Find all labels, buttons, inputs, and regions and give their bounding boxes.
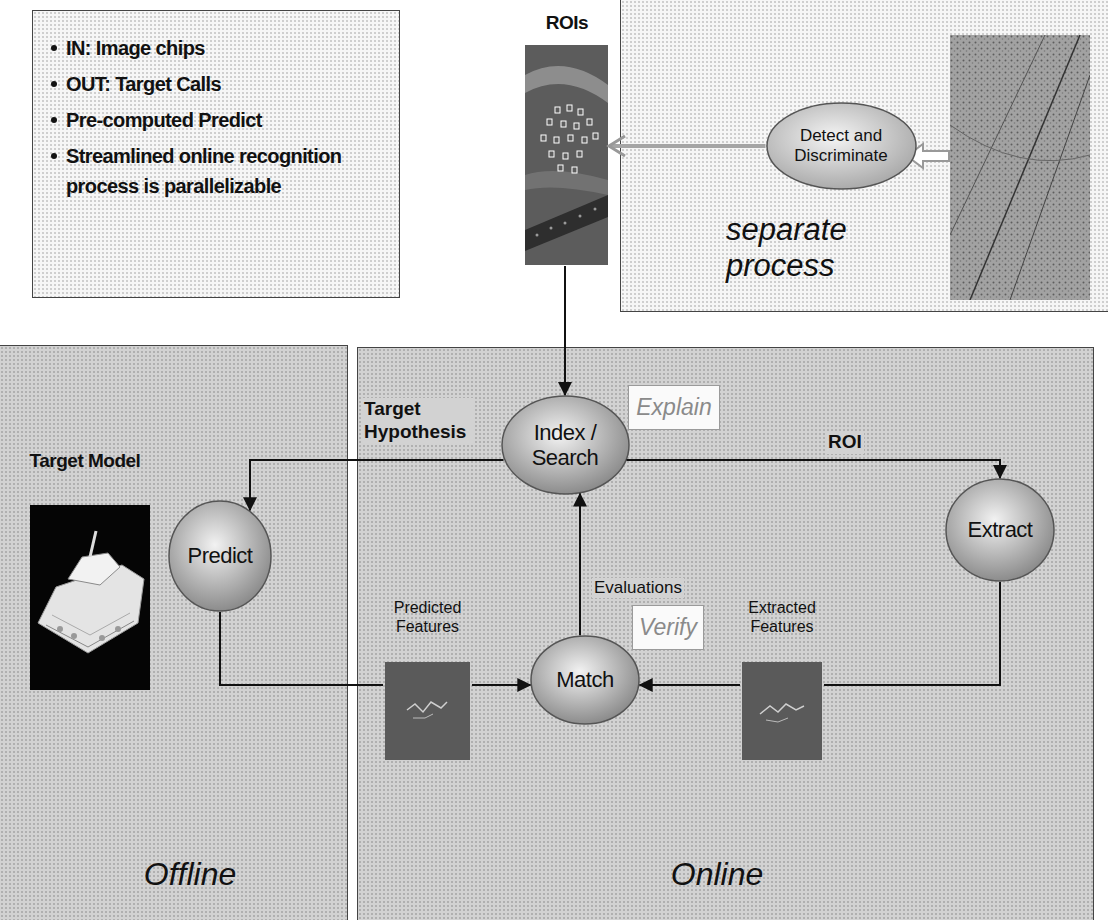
bullet-dot	[51, 45, 57, 51]
connector	[250, 460, 504, 510]
node-text: Verify	[639, 614, 697, 642]
connector	[564, 266, 566, 395]
node-text: OUT: Target Calls	[66, 69, 221, 99]
ellipse-shape	[502, 396, 629, 494]
ellipse-shape	[531, 636, 639, 724]
process-ellipse: Index / Search	[501, 395, 630, 495]
node-text: Streamlined online recognition process i…	[66, 141, 383, 201]
feature-image	[742, 662, 822, 760]
edge-label: Target Hypothesis	[362, 398, 474, 444]
connector	[472, 684, 530, 686]
bullet-dot	[51, 153, 57, 159]
node-text: separate process	[726, 212, 891, 283]
node-text: Target Model	[12, 450, 158, 473]
offline-panel: Offline Target ModelPredict	[0, 345, 348, 920]
annotation-box: Explain	[628, 385, 720, 430]
bullet-dot	[51, 117, 57, 123]
target-model-image	[30, 505, 150, 690]
connector	[220, 612, 383, 685]
feature-node: Predicted Features	[383, 598, 472, 760]
node-text: Predicted Features	[383, 598, 472, 636]
sensor-image	[950, 35, 1090, 300]
node-text: Detect and Discriminate	[789, 126, 893, 165]
node-text: Pre-computed Predict	[66, 105, 262, 135]
node-text: Extracted Features	[740, 598, 824, 636]
connector	[640, 684, 740, 686]
feature-node: Extracted Features	[740, 598, 824, 760]
bullet-item: OUT: Target Calls	[51, 69, 383, 99]
node-text: IN: Image chips	[66, 33, 205, 63]
edge-label: Evaluations	[592, 578, 684, 598]
process-ellipse: Detect and Discriminate	[766, 102, 917, 190]
process-ellipse: Match	[530, 635, 640, 725]
node-text: Offline	[100, 856, 280, 893]
edge-label-slot: ROI	[826, 431, 886, 454]
feature-image	[385, 662, 470, 760]
text-slot: Offline	[100, 856, 280, 893]
node-text: Index / Search	[521, 420, 609, 471]
connector	[824, 582, 1000, 685]
ellipse-shape	[946, 479, 1054, 581]
bullet-item: Pre-computed Predict	[51, 105, 383, 135]
node-text: Online	[617, 856, 817, 893]
edge-label-slot: Evaluations	[592, 578, 692, 598]
connector	[627, 460, 1001, 478]
annotation-box: Verify	[632, 605, 704, 650]
note-box: IN: Image chipsOUT: Target CallsPre-comp…	[32, 10, 400, 298]
connector	[579, 494, 581, 636]
bullet-dot	[51, 81, 57, 87]
process-ellipse: Predict	[168, 500, 272, 612]
connector	[609, 144, 766, 148]
target-model-node: Target Model	[12, 450, 158, 690]
process-ellipse: Extract	[945, 478, 1055, 582]
ellipse-shape	[767, 103, 916, 189]
node-text: Extract	[968, 517, 1033, 542]
node-text: ROIs	[525, 12, 609, 35]
bullet-item: Streamlined online recognition process i…	[51, 141, 383, 201]
text-slot: Online	[617, 856, 817, 893]
edge-label: ROI	[826, 431, 864, 454]
node-text: Predict	[188, 543, 253, 568]
roi-image-node: ROIs	[525, 12, 609, 266]
text-slot: separate process	[726, 212, 891, 283]
node-text: Match	[556, 667, 613, 692]
roi-image	[525, 45, 608, 265]
bullet-item: IN: Image chips	[51, 33, 383, 63]
ellipse-shape	[169, 501, 271, 611]
node-text: Explain	[636, 394, 711, 422]
edge-label-slot: Target Hypothesis	[362, 398, 474, 444]
process-panel: separate process Detect and Discriminate	[620, 0, 1108, 312]
